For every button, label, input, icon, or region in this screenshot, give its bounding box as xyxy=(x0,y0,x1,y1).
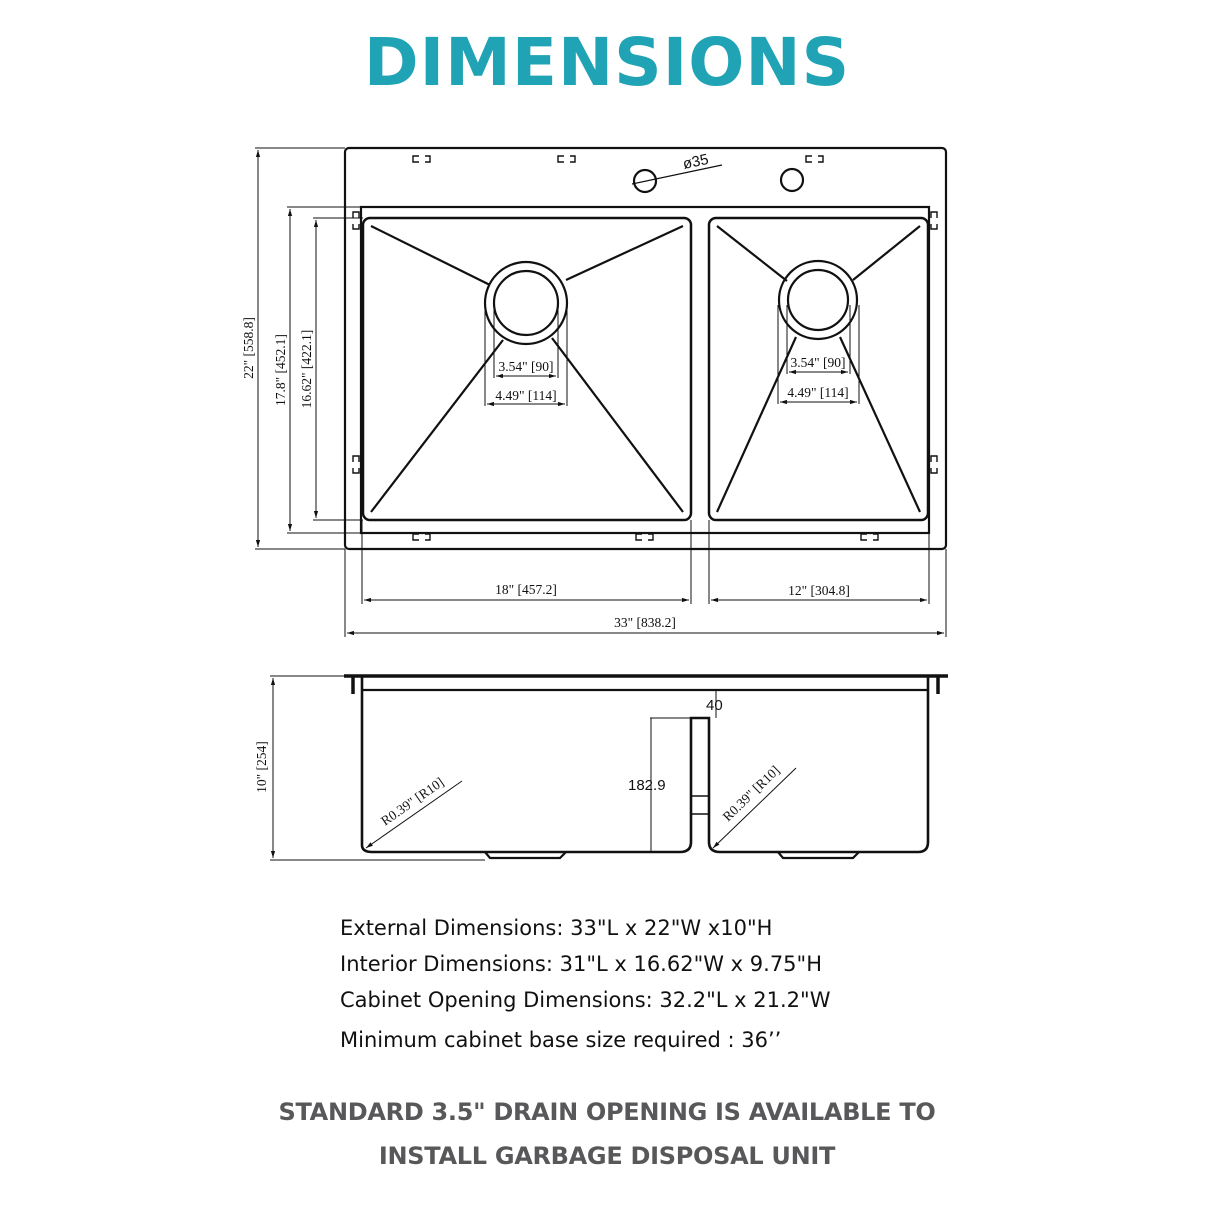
left-radius-label: R0.39" [R10] xyxy=(378,774,446,828)
vertical-dimensions xyxy=(255,147,363,550)
left-drain-side xyxy=(484,851,567,860)
accessory-hole-icon xyxy=(779,167,805,193)
bowl-inner-depth-label: 16.62" [422.1] xyxy=(299,330,314,409)
left-bowl-width-label: 18" [457.2] xyxy=(495,582,557,597)
spec-min-cabinet: Minimum cabinet base size required : 36’… xyxy=(340,1028,782,1052)
side-view xyxy=(270,674,948,861)
sink-outline xyxy=(343,146,948,551)
right-bowl-width-label: 12" [304.8] xyxy=(788,583,850,598)
faucet-hole-label: ø35 xyxy=(681,151,710,173)
right-drain-side xyxy=(777,851,860,860)
right-drain-inner-label: 3.54" [90] xyxy=(790,355,845,370)
drain-note-line-2: INSTALL GARBAGE DISPOSAL UNIT xyxy=(378,1142,836,1170)
horizontal-dimensions xyxy=(344,520,947,637)
left-drain-inner-label: 3.54" [90] xyxy=(498,359,553,374)
right-drain xyxy=(715,225,922,513)
spec-list: External Dimensions: 33"L x 22"W x10"H I… xyxy=(340,910,830,1058)
drain-dimensions xyxy=(484,305,860,407)
mounting-clip-icons xyxy=(352,155,938,541)
leader-line xyxy=(631,164,723,185)
overall-depth-label: 22" [558.8] xyxy=(241,317,256,379)
spec-cabinet-opening: Cabinet Opening Dimensions: 32.2"L x 21.… xyxy=(340,988,831,1012)
top-view xyxy=(255,146,948,637)
right-bowl xyxy=(707,216,930,522)
left-bowl xyxy=(361,216,693,522)
faucet-hole-icon xyxy=(632,168,658,194)
divider-height-label: 182.9 xyxy=(628,777,666,794)
drain-note: STANDARD 3.5" DRAIN OPENING IS AVAILABLE… xyxy=(0,1090,1214,1178)
spec-external: External Dimensions: 33"L x 22"W x10"H xyxy=(340,916,773,940)
left-drain xyxy=(370,225,684,513)
bowl-outer-depth-label: 17.8" [452.1] xyxy=(273,334,288,406)
left-drain-outer-label: 4.49" [114] xyxy=(495,388,556,403)
divider-gap-label: 40 xyxy=(706,697,723,714)
page-title: DIMENSIONS xyxy=(363,24,851,101)
right-drain-outer-label: 4.49" [114] xyxy=(787,385,848,400)
height-label: 10" [254] xyxy=(254,741,269,793)
right-radius-label: R0.39" [R10] xyxy=(720,763,783,825)
spec-interior: Interior Dimensions: 31"L x 16.62"W x 9.… xyxy=(340,952,822,976)
drain-note-line-1: STANDARD 3.5" DRAIN OPENING IS AVAILABLE… xyxy=(278,1098,936,1126)
rim-outline xyxy=(359,205,931,535)
overall-length-label: 33" [838.2] xyxy=(614,615,676,630)
